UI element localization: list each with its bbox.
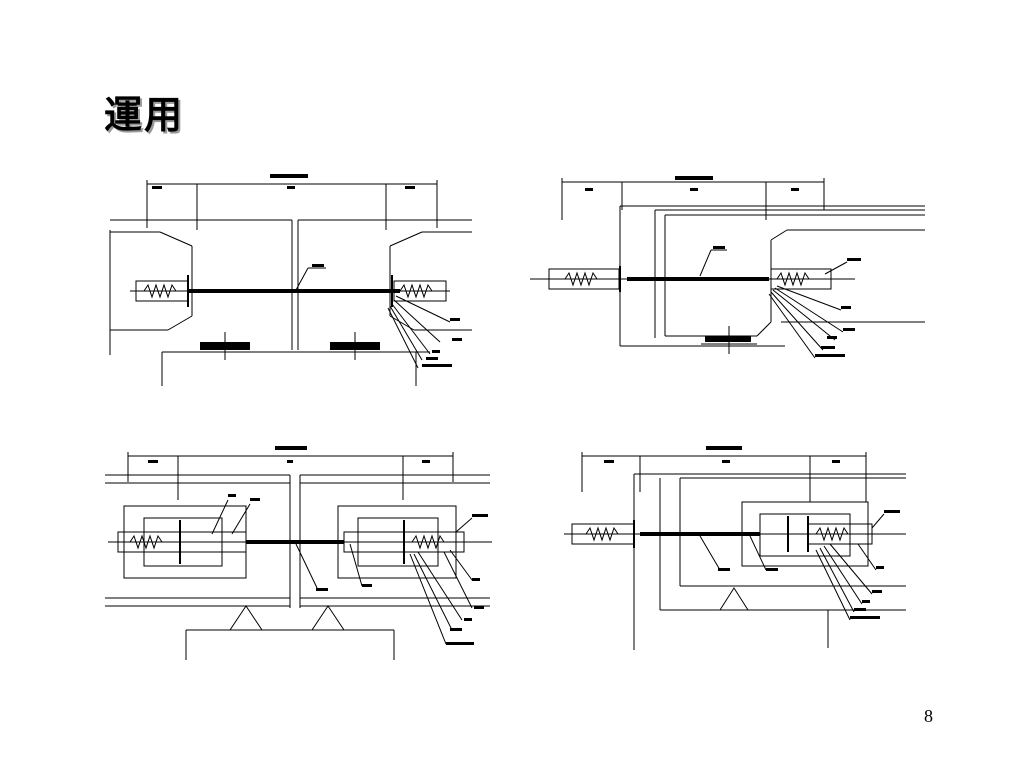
drawing-bottom-left <box>105 446 492 660</box>
drawing-top-right <box>530 176 925 359</box>
page-number: 8 <box>924 706 933 726</box>
slide-title: 運用 <box>104 93 185 137</box>
drawing-bottom-right <box>564 446 906 650</box>
drawing-top-left <box>109 174 472 386</box>
